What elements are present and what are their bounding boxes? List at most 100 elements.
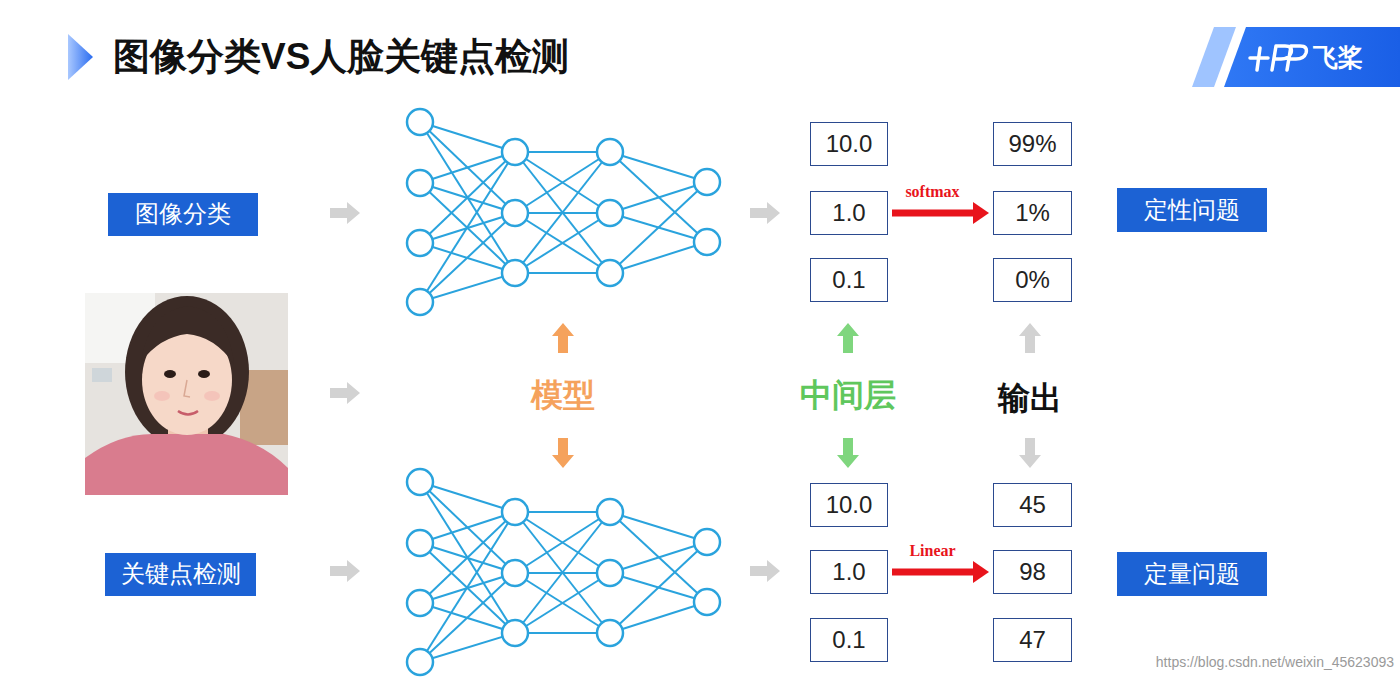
network-link <box>515 573 610 633</box>
face-photo <box>85 293 288 495</box>
network-link <box>515 512 610 573</box>
value-box: 1.0 <box>810 550 888 594</box>
photo-bangs <box>141 306 234 364</box>
network-link <box>420 512 515 603</box>
photo-background <box>85 293 288 495</box>
network-neuron <box>502 499 528 525</box>
network-link <box>610 182 707 273</box>
network-link <box>420 512 515 662</box>
flow-arrow <box>330 202 360 224</box>
network-neuron <box>597 200 623 226</box>
photo-vent <box>92 368 112 382</box>
network-neuron <box>502 200 528 226</box>
photo-eye <box>198 370 210 378</box>
flow-arrow <box>750 202 780 224</box>
logo-text: 飞桨 <box>1313 42 1363 72</box>
slide-title: 图像分类VS人脸关键点检测 <box>113 35 569 79</box>
operation-label: softmax <box>903 183 961 201</box>
network-neuron <box>407 170 433 196</box>
arrow-connector <box>892 210 973 217</box>
box-text: 10.0 <box>826 130 873 159</box>
flow-arrow <box>330 382 360 404</box>
flow-arrow <box>552 438 574 468</box>
neural-network <box>407 109 720 315</box>
network-neuron <box>694 589 720 615</box>
network-neuron <box>597 260 623 286</box>
network-link <box>610 602 707 633</box>
network-neuron <box>694 229 720 255</box>
value-box: 0.1 <box>810 618 888 662</box>
box-text: 1% <box>1015 199 1050 228</box>
box-text: 定量问题 <box>1144 560 1240 589</box>
photo-blush <box>154 391 170 401</box>
network-neuron <box>502 260 528 286</box>
network-link <box>420 573 515 662</box>
group-label: 输出 <box>998 379 1062 417</box>
value-box: 10.0 <box>810 122 888 166</box>
network-neuron <box>597 560 623 586</box>
box-text: 45 <box>1019 491 1046 520</box>
box-text: 99% <box>1008 130 1056 159</box>
network-neuron <box>407 109 433 135</box>
network-neuron <box>407 590 433 616</box>
output-box: 1% <box>993 191 1072 235</box>
network-neuron <box>407 289 433 315</box>
network-neuron <box>407 649 433 675</box>
flow-arrow <box>1019 438 1041 468</box>
output-box: 99% <box>993 122 1072 166</box>
logo-mark <box>1250 46 1306 70</box>
photo-hair <box>125 296 249 448</box>
box-text: 10.0 <box>826 491 873 520</box>
network-neuron <box>407 469 433 495</box>
network-link <box>610 242 707 273</box>
network-link <box>515 152 610 273</box>
output-box: 47 <box>993 618 1072 662</box>
flow-arrow <box>750 560 780 582</box>
network-link <box>420 152 515 243</box>
title-chevron <box>68 34 93 80</box>
network-link <box>420 152 515 302</box>
network-link <box>515 573 610 633</box>
network-link <box>515 213 610 273</box>
photo-mouth <box>178 411 198 415</box>
network-link <box>420 633 515 662</box>
network-link <box>420 273 515 302</box>
network-link <box>610 542 707 633</box>
network-link <box>420 213 515 302</box>
problem-box: 定性问题 <box>1117 188 1267 232</box>
network-link <box>515 512 610 573</box>
network-link <box>515 512 610 633</box>
box-text: 47 <box>1019 626 1046 655</box>
box-text: 0% <box>1015 266 1050 295</box>
arrow-connector <box>892 569 973 576</box>
box-text: 关键点检测 <box>121 560 241 589</box>
network-neuron <box>407 530 433 556</box>
network-link <box>515 213 610 273</box>
network-link <box>515 512 610 633</box>
output-box: 45 <box>993 483 1072 527</box>
network-link <box>420 482 515 633</box>
network-neuron <box>694 169 720 195</box>
value-box: 1.0 <box>810 191 888 235</box>
box-text: 1.0 <box>832 199 865 228</box>
neural-network <box>407 469 720 675</box>
box-text: 98 <box>1019 558 1046 587</box>
network-neuron <box>694 529 720 555</box>
photo-sweater <box>85 434 288 495</box>
output-box: 0% <box>993 258 1072 302</box>
box-text: 1.0 <box>832 558 865 587</box>
operation-label: Linear <box>907 542 957 560</box>
network-link <box>420 512 515 543</box>
flow-arrow <box>837 438 859 468</box>
network-link <box>515 152 610 213</box>
logo-background <box>1224 27 1400 87</box>
output-box: 98 <box>993 550 1072 594</box>
flow-arrow <box>330 560 360 582</box>
network-neuron <box>597 139 623 165</box>
flow-arrows <box>330 202 1041 582</box>
flow-arrow <box>837 323 859 353</box>
network-link <box>610 152 707 182</box>
network-neuron <box>597 620 623 646</box>
network-neuron <box>502 139 528 165</box>
